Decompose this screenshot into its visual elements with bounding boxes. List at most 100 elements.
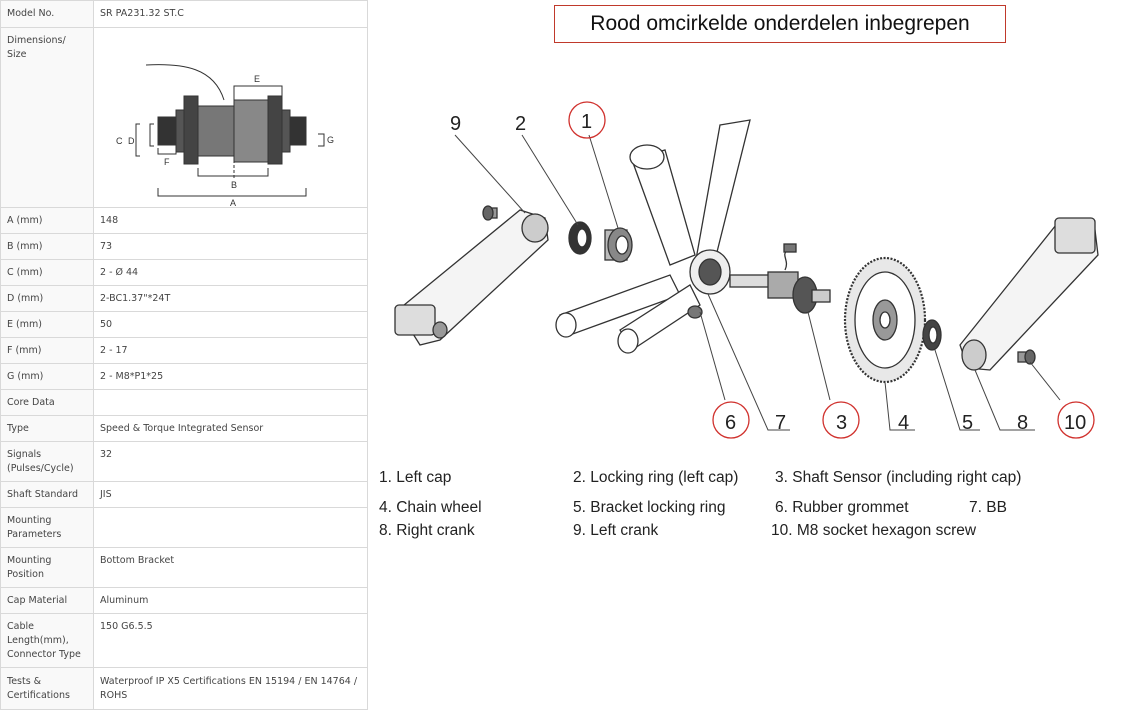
down-tube-end <box>629 144 665 170</box>
spec-value: Aluminum <box>93 587 368 614</box>
spec-label: A (mm) <box>0 207 94 234</box>
exploded-view-diagram: 9 2 1 6 7 3 4 5 8 10 <box>394 101 1099 439</box>
dim-d-line <box>149 123 154 147</box>
legend-item: 1. Left cap <box>379 469 452 486</box>
highlight-circle-6 <box>712 401 750 439</box>
spec-label: C (mm) <box>0 259 94 286</box>
spec-value: 2-BC1.37"*24T <box>93 285 368 312</box>
spec-label: F (mm) <box>0 337 94 364</box>
spec-value: 32 <box>93 441 368 482</box>
right-cup <box>281 109 291 153</box>
spec-value: SR PA231.32 ST.C <box>93 0 368 28</box>
bottom-bracket-dimension-drawing: E B A C D F G <box>116 64 334 208</box>
spec-value: 148 <box>93 207 368 234</box>
callout-4: 4 <box>898 412 909 434</box>
dim-label-c: C <box>116 136 123 146</box>
sensor-wire <box>784 249 789 271</box>
callout-1: 1 <box>581 111 592 133</box>
right-thread <box>267 95 283 165</box>
leader-4 <box>884 381 915 431</box>
spec-value: 2 - 17 <box>93 337 368 364</box>
shaft-left <box>729 274 771 288</box>
sensor-cable <box>145 64 225 101</box>
seat-tube <box>694 119 751 266</box>
spec-value: Waterproof IP X5 Certifications EN 15194… <box>93 667 368 710</box>
dim-g-line <box>318 133 325 147</box>
legend-item: 5. Bracket locking ring <box>573 499 726 516</box>
locking-ring-bore <box>576 228 588 248</box>
spec-label: Model No. <box>0 0 94 28</box>
callout-10: 10 <box>1064 412 1086 434</box>
dim-c-line <box>135 123 140 157</box>
chainstay-end <box>555 312 577 338</box>
dim-label-b: B <box>231 180 237 190</box>
dim-label-f: F <box>164 157 170 167</box>
right-shaft-end <box>289 116 307 146</box>
bb-body-left <box>197 105 235 157</box>
shaft-right <box>811 289 831 303</box>
spec-value: Bottom Bracket <box>93 547 368 588</box>
legend-item: 10. M8 socket hexagon screw <box>771 522 977 539</box>
leader-6 <box>699 311 726 401</box>
leader-3 <box>807 311 831 401</box>
highlight-circle-1 <box>568 101 606 139</box>
callout-9: 9 <box>450 113 461 135</box>
callout-3: 3 <box>836 412 847 434</box>
left-cup <box>175 109 185 153</box>
right-crank-boss <box>961 339 987 371</box>
leader-8 <box>974 369 1035 431</box>
callout-5: 5 <box>962 412 973 434</box>
left-thread <box>183 95 199 165</box>
spec-label: G (mm) <box>0 363 94 390</box>
dim-f-line <box>157 148 177 155</box>
callout-7: 7 <box>775 412 786 434</box>
spec-label: D (mm) <box>0 285 94 312</box>
spec-label: Core Data <box>0 389 94 416</box>
spec-label: Mounting Position <box>0 547 94 588</box>
legend-item: 9. Left crank <box>573 522 659 539</box>
sensor-connector <box>783 243 797 253</box>
spec-label: Mounting Parameters <box>0 507 94 548</box>
spec-value: 50 <box>93 311 368 338</box>
spec-value <box>93 507 368 548</box>
spec-label: Dimensions/ Size <box>0 27 94 208</box>
dim-b-line <box>197 168 269 177</box>
dim-label-g: G <box>327 135 334 145</box>
right-pedal-mount <box>1054 217 1096 254</box>
legend-item: 2. Locking ring (left cap) <box>573 469 739 486</box>
spec-label: E (mm) <box>0 311 94 338</box>
callout-8: 8 <box>1017 412 1028 434</box>
spec-label: B (mm) <box>0 233 94 260</box>
leader-2 <box>521 134 579 226</box>
spec-label: Cable Length(mm), Connector Type <box>0 613 94 668</box>
spec-label: Tests & Certifications <box>0 667 94 710</box>
dim-label-e: E <box>254 74 260 84</box>
chainstay-end <box>617 328 639 354</box>
callout-2: 2 <box>515 113 526 135</box>
spec-label: Shaft Standard <box>0 481 94 508</box>
left-crank-boss <box>521 213 549 243</box>
leader-10 <box>1029 361 1061 401</box>
leader-9 <box>454 134 526 214</box>
legend-item: 7. BB <box>969 499 1007 516</box>
spec-value <box>93 389 368 416</box>
spec-value: 2 - Ø 44 <box>93 259 368 286</box>
highlight-circle-10 <box>1057 401 1095 439</box>
dim-label-a: A <box>230 198 236 208</box>
left-screw-head <box>482 205 494 221</box>
spec-value: 150 G6.5.5 <box>93 613 368 668</box>
leader-7 <box>707 293 790 431</box>
left-pedal-mount <box>394 304 436 336</box>
bracket-ring-bore <box>928 326 938 344</box>
dim-a-line <box>157 188 307 197</box>
legend-item: 6. Rubber grommet <box>775 499 909 516</box>
legend-item: 8. Right crank <box>379 522 475 539</box>
bb-body-right <box>233 99 269 163</box>
bb-bore <box>698 258 722 286</box>
spec-table: Model No.SR PA231.32 ST.C Dimensions/ Si… <box>0 0 368 710</box>
dim-e-line <box>233 85 283 106</box>
spec-label: Type <box>0 415 94 442</box>
leader-1 <box>588 134 619 229</box>
spec-value: JIS <box>93 481 368 508</box>
dimension-drawing-cell: E B A C D F G <box>93 27 368 208</box>
